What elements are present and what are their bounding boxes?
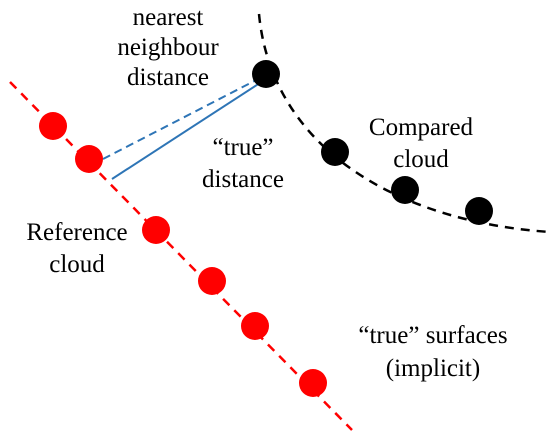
nearest-neighbour-label-line1: nearest [133, 4, 204, 31]
compared-point [252, 60, 280, 88]
reference-point [75, 145, 103, 173]
true-distance-line [111, 78, 267, 180]
reference-cloud-label-line1: Reference [26, 219, 127, 246]
reference-cloud-label-line2: cloud [49, 251, 105, 278]
true-distance-label-line2: distance [202, 166, 284, 193]
compared-point [391, 176, 419, 204]
reference-point [299, 369, 327, 397]
reference-point [39, 112, 67, 140]
compared-cloud-label-line1: Compared [369, 114, 474, 141]
true-surfaces-label-line1: “true” surfaces [358, 322, 507, 349]
true-distance-label-line1: “true” [212, 134, 273, 161]
compared-cloud-label-line2: cloud [393, 146, 449, 173]
compared-point [321, 138, 349, 166]
reference-point [241, 312, 269, 340]
reference-point [198, 267, 226, 295]
true-surfaces-label-line2: (implicit) [386, 355, 480, 382]
reference-true-surface [9, 81, 353, 431]
compared-point [465, 197, 493, 225]
nearest-neighbour-label-line2: neighbour [117, 34, 219, 61]
nearest-neighbour-distance-line [102, 75, 265, 160]
nearest-neighbour-label-line3: distance [127, 64, 209, 91]
reference-point [142, 216, 170, 244]
